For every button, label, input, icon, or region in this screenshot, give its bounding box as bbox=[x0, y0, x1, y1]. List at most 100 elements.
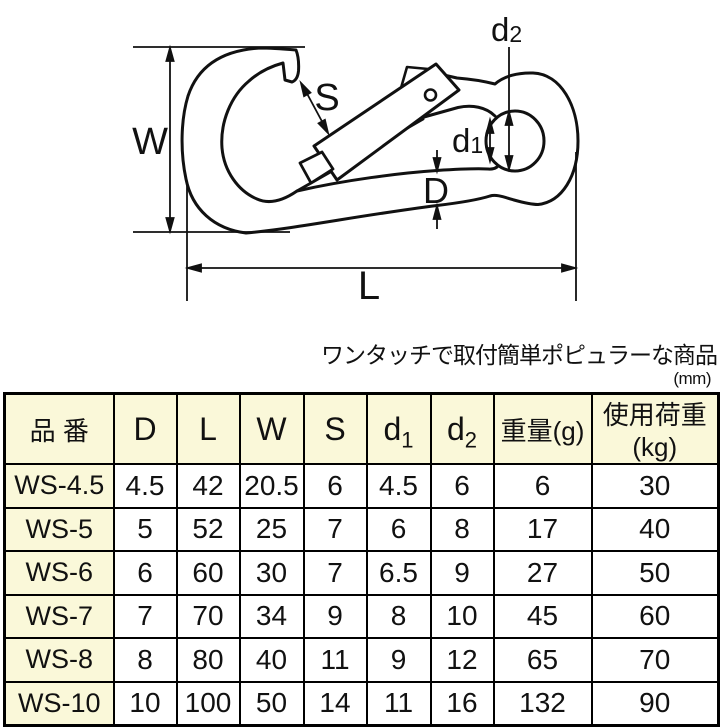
label-d: D bbox=[423, 170, 449, 211]
gate-rivet bbox=[423, 88, 438, 102]
spec-table: 品 番 D L W S d1 d2 重量(g) 使用荷重(kg) WS-4.5 … bbox=[3, 392, 720, 727]
value-cell: 17 bbox=[492, 506, 593, 552]
value-cell: 132 bbox=[492, 680, 593, 726]
label-d2: d2 bbox=[491, 11, 522, 48]
value-cell: 20.5 bbox=[238, 463, 305, 509]
value-cell: 12 bbox=[429, 637, 495, 683]
value-cell: 6.5 bbox=[365, 550, 432, 596]
part-no-cell: WS-10 bbox=[3, 680, 115, 726]
value-cell: 7 bbox=[112, 593, 178, 639]
d2-arrowhead-down bbox=[504, 155, 514, 173]
w-arrowhead-down bbox=[165, 217, 175, 235]
table-row: WS-5 5 52 25 7 6 8 17 40 bbox=[3, 506, 720, 552]
value-cell: 11 bbox=[302, 637, 368, 683]
header-working-load: 使用荷重(kg) bbox=[590, 392, 720, 465]
label-l: L bbox=[358, 264, 380, 308]
dimension-s bbox=[299, 80, 330, 136]
value-cell: 60 bbox=[590, 593, 720, 639]
value-cell: 14 bbox=[302, 680, 368, 726]
value-cell: 70 bbox=[175, 593, 241, 639]
label-w: W bbox=[132, 121, 168, 163]
value-cell: 9 bbox=[365, 637, 432, 683]
value-cell: 90 bbox=[590, 680, 720, 726]
value-cell: 8 bbox=[112, 637, 178, 683]
value-cell: 4.5 bbox=[112, 463, 178, 509]
dimension-d1 bbox=[485, 116, 495, 165]
value-cell: 52 bbox=[175, 506, 241, 552]
part-no-cell: WS-4.5 bbox=[3, 463, 115, 509]
label-d1: d1 bbox=[452, 122, 483, 159]
table-row: WS-8 8 80 40 11 9 12 65 70 bbox=[3, 637, 720, 683]
part-no-cell: WS-5 bbox=[3, 506, 115, 552]
s-arrowhead-lower bbox=[317, 118, 330, 136]
dimension-l bbox=[184, 152, 579, 301]
value-cell: 60 bbox=[175, 550, 241, 596]
value-cell: 70 bbox=[590, 637, 720, 683]
value-cell: 50 bbox=[590, 550, 720, 596]
value-cell: 4.5 bbox=[365, 463, 432, 509]
value-cell: 7 bbox=[302, 506, 368, 552]
value-cell: 40 bbox=[590, 506, 720, 552]
upper-limb-inner-edge bbox=[422, 104, 497, 119]
carabiner-gate bbox=[298, 62, 461, 185]
table-row: WS-6 6 60 30 7 6.5 9 27 50 bbox=[3, 550, 720, 596]
d-arrowhead-down bbox=[432, 157, 442, 175]
l-arrowhead-left bbox=[184, 263, 202, 273]
dimension-d bbox=[432, 150, 442, 229]
value-cell: 6 bbox=[112, 550, 178, 596]
value-cell: 9 bbox=[302, 593, 368, 639]
value-cell: 42 bbox=[175, 463, 241, 509]
unit-note: (mm) bbox=[673, 369, 711, 388]
dimension-d2 bbox=[504, 47, 514, 173]
value-cell: 16 bbox=[429, 680, 495, 726]
value-cell: 100 bbox=[175, 680, 241, 726]
header-d: D bbox=[112, 392, 178, 465]
value-cell: 8 bbox=[365, 593, 432, 639]
value-cell: 34 bbox=[238, 593, 305, 639]
label-s: S bbox=[314, 77, 339, 119]
value-cell: 30 bbox=[590, 463, 720, 509]
header-w: W bbox=[238, 392, 305, 465]
value-cell: 5 bbox=[112, 506, 178, 552]
l-arrowhead-right bbox=[561, 263, 579, 273]
value-cell: 40 bbox=[238, 637, 305, 683]
s-arrowhead-upper bbox=[299, 80, 312, 98]
value-cell: 6 bbox=[302, 463, 368, 509]
d1-arrowhead-up bbox=[485, 116, 495, 134]
value-cell: 30 bbox=[238, 550, 305, 596]
table-row: WS-10 10 100 50 14 11 16 132 90 bbox=[3, 680, 720, 726]
header-d1: d1 bbox=[365, 392, 432, 465]
table-row: WS-4.5 4.5 42 20.5 6 4.5 6 6 30 bbox=[3, 463, 720, 509]
value-cell: 6 bbox=[365, 506, 432, 552]
header-part-no: 品 番 bbox=[3, 392, 115, 465]
header-s: S bbox=[302, 392, 368, 465]
w-arrowhead-up bbox=[165, 44, 175, 62]
dimension-w bbox=[133, 44, 305, 235]
value-cell: 7 bbox=[302, 550, 368, 596]
table-row: WS-7 7 70 34 9 8 10 45 60 bbox=[3, 593, 720, 639]
gate-foot bbox=[298, 150, 335, 185]
header-d2: d2 bbox=[429, 392, 495, 465]
d-arrowhead-up bbox=[432, 202, 442, 220]
eye-hole bbox=[484, 109, 546, 173]
value-cell: 8 bbox=[429, 506, 495, 552]
part-no-cell: WS-6 bbox=[3, 550, 115, 596]
d1-arrowhead-down bbox=[485, 147, 495, 165]
value-cell: 6 bbox=[429, 463, 495, 509]
part-no-cell: WS-7 bbox=[3, 593, 115, 639]
d2-arrowhead-up bbox=[504, 108, 514, 126]
value-cell: 10 bbox=[112, 680, 178, 726]
lower-limb-inner-edge bbox=[295, 165, 499, 193]
value-cell: 80 bbox=[175, 637, 241, 683]
value-cell: 50 bbox=[238, 680, 305, 726]
value-cell: 9 bbox=[429, 550, 495, 596]
value-cell: 11 bbox=[365, 680, 432, 726]
header-weight: 重量(g) bbox=[492, 392, 593, 465]
value-cell: 10 bbox=[429, 593, 495, 639]
product-tagline: ワンタッチで取付簡単ポピュラーな商品 bbox=[321, 342, 718, 368]
part-no-cell: WS-8 bbox=[3, 637, 115, 683]
snap-hook-diagram: W L S d2 d1 D bbox=[0, 0, 720, 340]
header-row: 品 番 D L W S d1 d2 重量(g) 使用荷重(kg) bbox=[3, 392, 720, 465]
value-cell: 6 bbox=[492, 463, 593, 509]
header-l: L bbox=[175, 392, 241, 465]
